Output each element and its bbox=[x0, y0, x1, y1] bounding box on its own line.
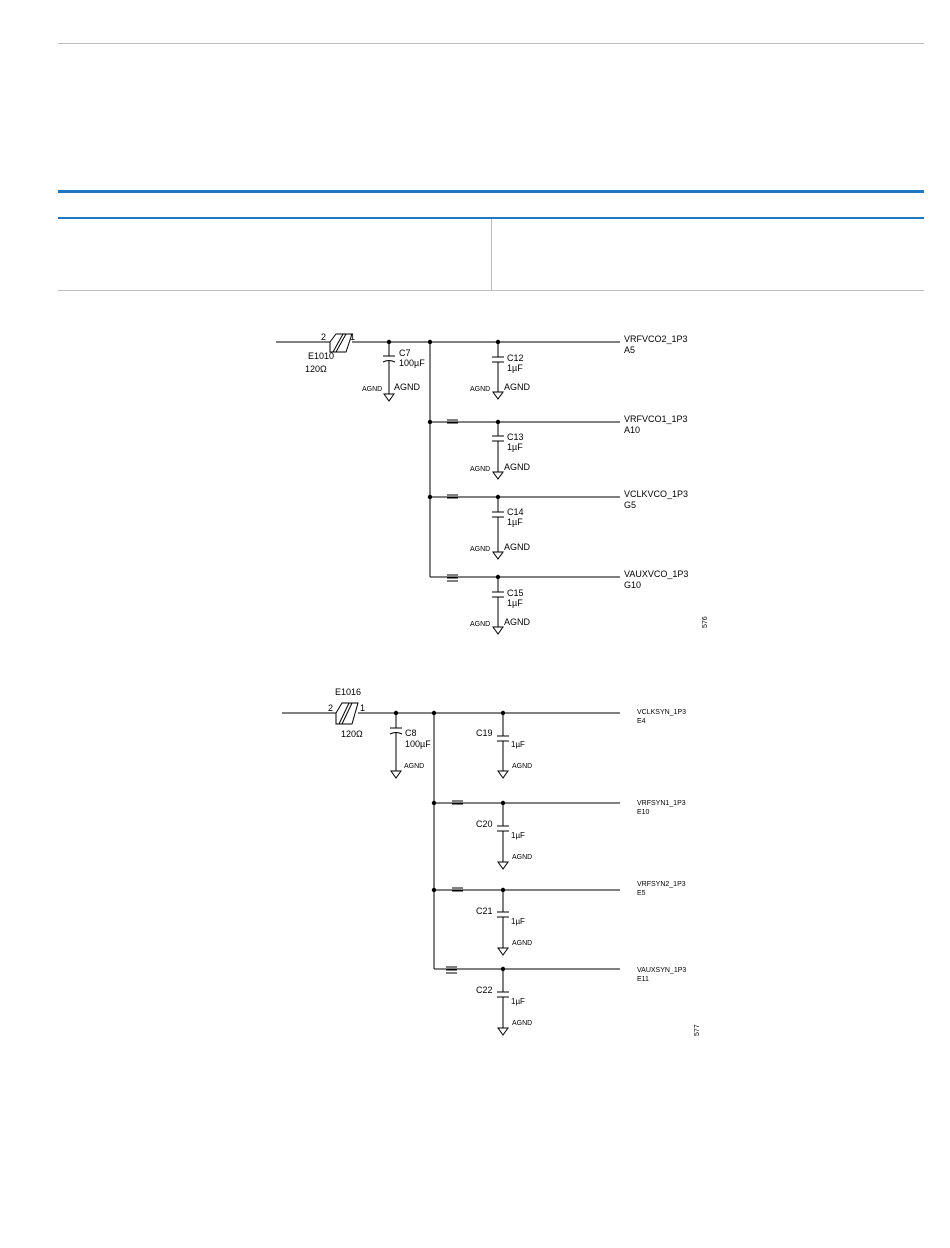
rail-pin-label: E5 bbox=[637, 890, 646, 897]
rail-pin-label: A10 bbox=[624, 425, 640, 435]
table-bottom-rule bbox=[58, 290, 924, 291]
rail-pin-label: A5 bbox=[624, 345, 635, 355]
cap-gnd-label: AGND bbox=[504, 462, 531, 472]
cap-value: 1µF bbox=[507, 517, 523, 527]
page-top-rule bbox=[58, 43, 924, 44]
c7-value: 100µF bbox=[399, 358, 425, 368]
cap-value: 1µF bbox=[507, 598, 523, 608]
e1010-pin-in: 2 bbox=[321, 332, 326, 342]
rail-pin-label: E4 bbox=[637, 718, 646, 725]
cap-gnd-small: AGND bbox=[470, 466, 490, 473]
c7-ref: C7 bbox=[399, 348, 411, 358]
rail-net-label: VCLKSYN_1P3 bbox=[637, 709, 686, 716]
cap-gnd-small: AGND bbox=[470, 546, 490, 553]
c7-gnd-small: AGND bbox=[362, 386, 382, 393]
cap-ref: C13 bbox=[507, 432, 524, 442]
ferrite-bead-e1010 bbox=[329, 333, 353, 353]
e1016-pin-out: 1 bbox=[360, 703, 365, 713]
cap-gnd-label: AGND bbox=[504, 382, 531, 392]
rail-net-label: VRFSYN2_1P3 bbox=[637, 881, 686, 888]
cap-gnd-small: AGND bbox=[470, 386, 490, 393]
cap-value: 1µF bbox=[507, 442, 523, 452]
cap-gnd-label: AGND bbox=[504, 542, 531, 552]
rail-pin-label: G5 bbox=[624, 500, 636, 510]
cap-ref: C15 bbox=[507, 588, 524, 598]
cap-gnd-label: AGND bbox=[512, 940, 532, 947]
cap-value: 1µF bbox=[511, 917, 525, 926]
cap-gnd-label: AGND bbox=[512, 854, 532, 861]
cap-ref: C22 bbox=[476, 985, 493, 995]
rail-pin-label: E11 bbox=[637, 976, 649, 983]
e1016-ref: E1016 bbox=[335, 687, 361, 697]
cap-ref: C14 bbox=[507, 507, 524, 517]
cap-value: 1µF bbox=[511, 997, 525, 1006]
c8-gnd-label: AGND bbox=[404, 763, 424, 770]
cap-ref: C20 bbox=[476, 819, 493, 829]
cap-value: 1µF bbox=[511, 831, 525, 840]
c8-ref: C8 bbox=[405, 728, 417, 738]
cap-gnd-label: AGND bbox=[512, 1020, 532, 1027]
figure-id: 577 bbox=[694, 1024, 701, 1036]
table-column-divider bbox=[491, 219, 492, 290]
rail-net-label: VAUXVCO_1P3 bbox=[624, 569, 688, 579]
cap-gnd-label: AGND bbox=[512, 763, 532, 770]
rail-pin-label: G10 bbox=[624, 580, 641, 590]
cap-ref: C21 bbox=[476, 906, 493, 916]
cap-value: 1µF bbox=[507, 363, 523, 373]
cap-gnd-label: AGND bbox=[504, 617, 531, 627]
rail-net-label: VRFVCO2_1P3 bbox=[624, 334, 688, 344]
figure-id: 576 bbox=[702, 616, 709, 628]
e1010-ref: E1010 bbox=[308, 351, 334, 361]
cap-ref: C19 bbox=[476, 728, 493, 738]
c8-value: 100µF bbox=[405, 739, 431, 749]
e1010-pin-out: 1 bbox=[350, 332, 355, 342]
e1016-pin-in: 2 bbox=[328, 703, 333, 713]
rail-net-label: VCLKVCO_1P3 bbox=[624, 489, 688, 499]
rail-pin-label: E10 bbox=[637, 809, 650, 816]
table-top-rule bbox=[58, 190, 924, 193]
rail-net-label: VAUXSYN_1P3 bbox=[637, 967, 686, 974]
cap-ref: C12 bbox=[507, 353, 524, 363]
cap-value: 1µF bbox=[511, 740, 525, 749]
rail-net-label: VRFSYN1_1P3 bbox=[637, 800, 686, 807]
ferrite-bead-e1016 bbox=[335, 702, 359, 725]
e1010-value: 120Ω bbox=[305, 364, 327, 374]
table-header-rule bbox=[58, 217, 924, 219]
c7-gnd-label: AGND bbox=[394, 382, 421, 392]
e1016-value: 120Ω bbox=[341, 729, 363, 739]
rail-net-label: VRFVCO1_1P3 bbox=[624, 414, 688, 424]
cap-gnd-small: AGND bbox=[470, 621, 490, 628]
